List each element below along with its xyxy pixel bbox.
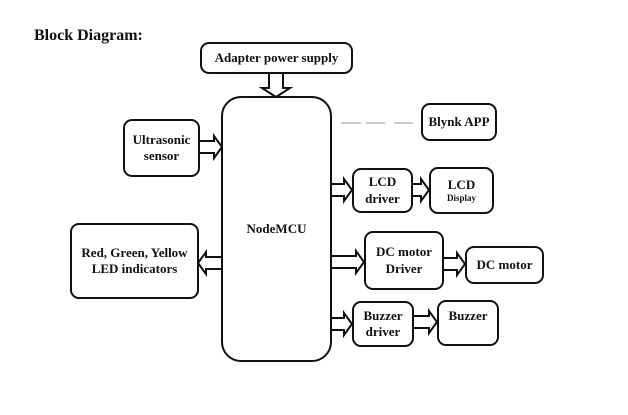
arrow-ultrasonic-to-nodemcu — [199, 132, 224, 162]
blynk-app-block: Blynk APP — [421, 103, 497, 141]
arrow-dc-motor-driver-to-dc-motor — [443, 249, 467, 279]
buzzer-label: Buzzer — [448, 308, 488, 323]
buzzer-driver-line2: driver — [365, 324, 401, 339]
dc-motor-block: DC motor — [465, 246, 544, 284]
dc-motor-driver-line1: DC motor — [376, 244, 432, 260]
arrow-nodemcu-to-dc-motor-driver — [331, 247, 366, 277]
buzzer-driver-block: Buzzer driver — [352, 301, 414, 347]
blynk-label: Blynk APP — [428, 113, 490, 129]
dc-motor-label: DC motor — [476, 256, 533, 272]
lcd-display-block: LCD Display — [429, 167, 494, 214]
nodemcu-label: NodeMCU — [246, 220, 307, 236]
led-label-line2: LED indicators — [91, 261, 178, 276]
lcd-driver-block: LCD driver — [352, 168, 413, 213]
ultrasonic-label-line2: sensor — [143, 148, 180, 163]
arrow-lcd-driver-to-lcd-display — [412, 175, 431, 205]
dc-motor-driver-block: DC motor Driver — [364, 231, 444, 290]
adapter-label: Adapter power supply — [214, 49, 339, 65]
nodemcu-block: NodeMCU — [221, 96, 332, 362]
arrow-nodemcu-to-lcd-driver — [331, 175, 354, 205]
ultrasonic-label-line1: Ultrasonic — [132, 131, 191, 147]
led-indicators-block: Red, Green, Yellow LED indicators — [70, 223, 199, 299]
ultrasonic-sensor-block: Ultrasonic sensor — [123, 119, 200, 177]
lcd-display-line1: LCD — [447, 176, 476, 192]
arrow-buzzer-driver-to-buzzer — [413, 307, 439, 337]
dc-motor-driver-line2: Driver — [385, 260, 423, 276]
arrow-nodemcu-to-buzzer-driver — [331, 309, 354, 339]
arrow-adapter-to-nodemcu — [258, 73, 294, 99]
diagram-title: Block Diagram: — [34, 27, 143, 44]
buzzer-block: Buzzer — [437, 300, 499, 346]
led-label-line1: Red, Green, Yellow — [81, 244, 188, 260]
lcd-driver-line2: driver — [365, 190, 400, 206]
lcd-display-line2: Display — [446, 193, 476, 203]
arrow-nodemcu-to-led — [196, 248, 222, 278]
adapter-power-supply-block: Adapter power supply — [200, 42, 353, 74]
buzzer-driver-line1: Buzzer — [363, 307, 403, 323]
lcd-driver-line1: LCD — [368, 174, 397, 190]
